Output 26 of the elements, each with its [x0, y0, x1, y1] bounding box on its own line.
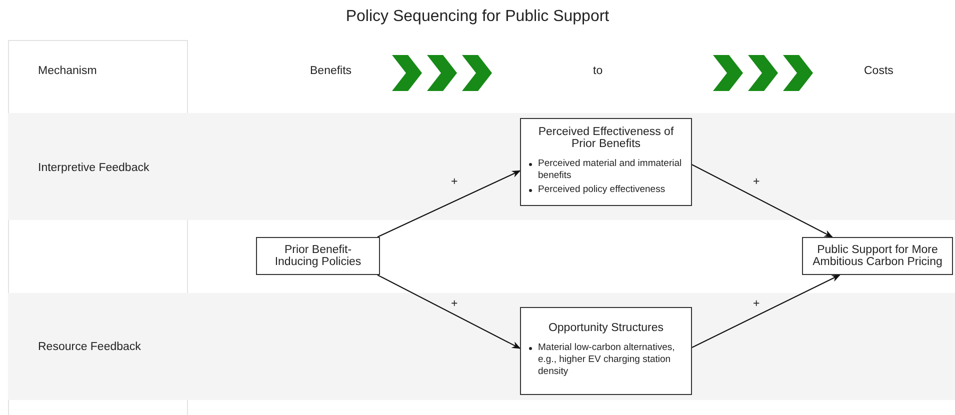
row-label: Resource Feedback [38, 341, 141, 353]
edge-label: + [451, 176, 458, 188]
edge-label: + [451, 298, 458, 310]
process-box [520, 118, 692, 206]
process-box [256, 237, 380, 275]
arrow [377, 274, 521, 349]
diagram-title: Policy Sequencing for Public Support [344, 8, 610, 26]
process-box [520, 307, 692, 395]
process-box [802, 237, 953, 275]
edge-label: + [753, 298, 760, 310]
bullet-item: Perceived policy effectiveness [538, 184, 666, 196]
arrow [692, 164, 833, 238]
arrow [377, 170, 521, 238]
bullet-item: Perceived material and immaterial benefits [538, 158, 683, 182]
arrow [692, 274, 841, 348]
box-heading: Public Support for More Ambitious Carbon Pricing [812, 244, 944, 268]
header-label: Costs [864, 65, 894, 77]
box-heading: Perceived Effectiveness of Prior Benefits [537, 126, 675, 150]
bullet-item: Material low-carbon alternatives, e.g., higher EV charging station density [538, 342, 676, 378]
header-label: Mechanism [38, 65, 97, 77]
edge-label: + [753, 176, 760, 188]
header-label: to [593, 65, 603, 77]
row-label: Interpretive Feedback [38, 162, 150, 174]
header-label: Benefits [310, 65, 352, 77]
box-heading: Opportunity Structures [547, 322, 665, 334]
box-heading: Prior Benefit-Inducing Policies [274, 244, 362, 268]
